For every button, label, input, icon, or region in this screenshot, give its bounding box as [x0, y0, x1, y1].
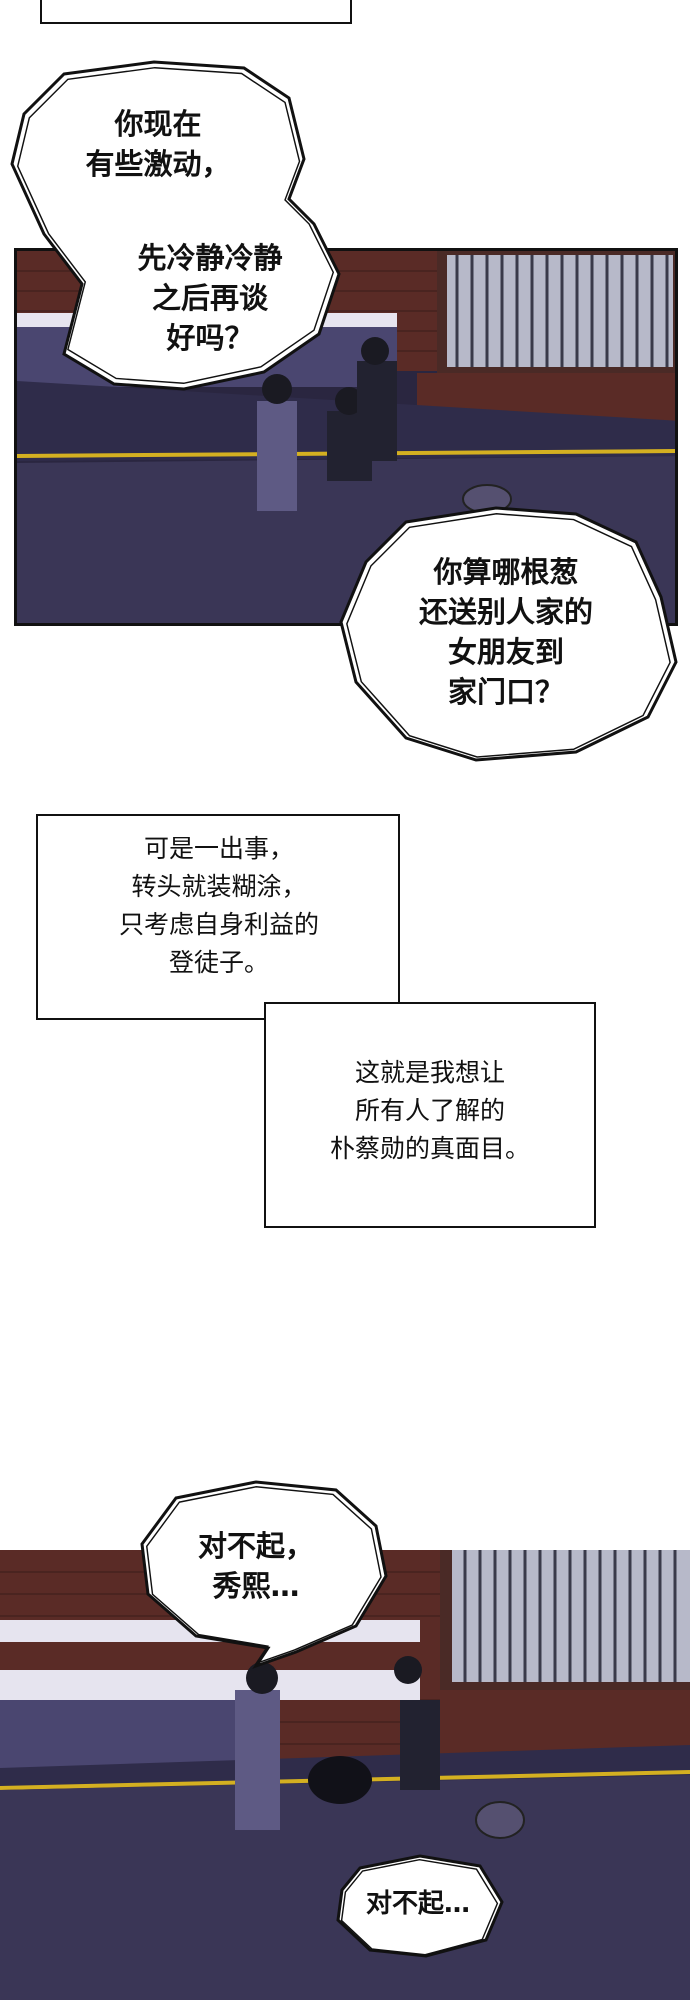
caption-overlap-patch: [266, 1004, 398, 1018]
bubble-3-text: 对不起， 秀熙…: [197, 1529, 314, 1603]
caption-box-1: [36, 814, 400, 1020]
top-caption-fragment: [40, 0, 352, 24]
speech-bubble-3: [140, 1480, 388, 1669]
bubble-1-text-b: 先冷静冷静 之后再谈 好吗？: [137, 241, 283, 355]
figures-group-1: [257, 337, 397, 511]
speech-bubble-1: [10, 60, 341, 391]
bubble-2-text: 你算哪根葱 还送别人家的 女朋友到 家门口？: [418, 555, 593, 709]
bubble-1-text-a: 你现在 有些激动，: [85, 107, 231, 181]
caption-2-text: 这就是我想让 所有人了解的 朴蔡勋的真面目。: [329, 1058, 530, 1163]
caption-box-2: [264, 1002, 596, 1228]
bubble-4-text: 对不起…: [365, 1889, 470, 1919]
speech-bubble-2: [339, 506, 678, 762]
speech-bubble-4: [336, 1854, 504, 1958]
caption-1-text: 可是一出事， 转头就装糊涂， 只考虑自身利益的 登徒子。: [118, 834, 319, 977]
figures-group-2: [235, 1656, 440, 1830]
